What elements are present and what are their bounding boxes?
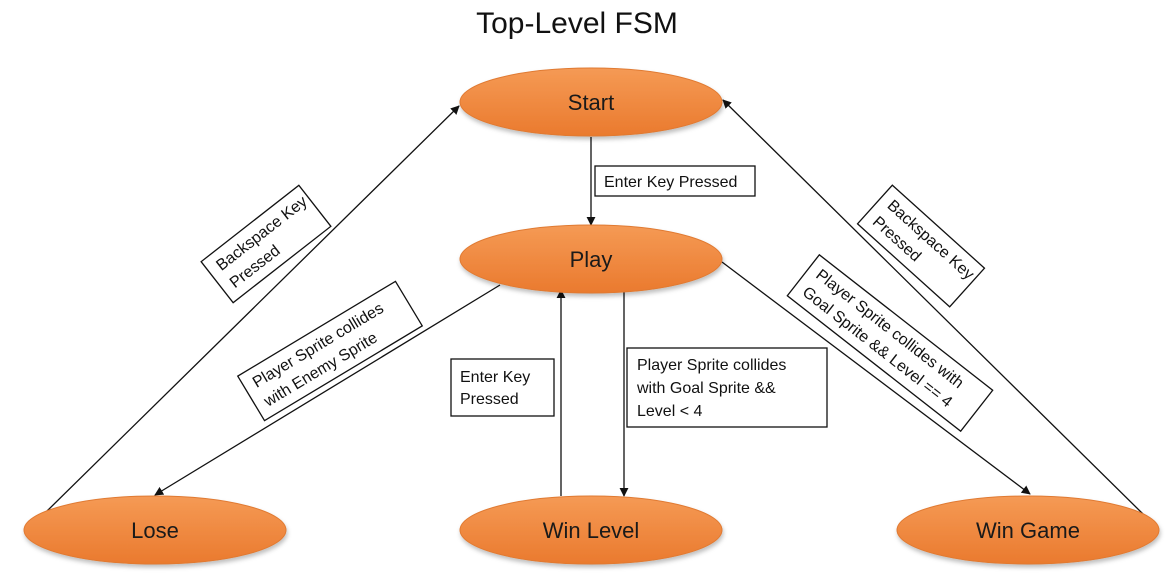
edge-lose-to-start: [45, 105, 460, 513]
label-play-to-winlevel: Player Sprite collides with Goal Sprite …: [626, 347, 828, 428]
svg-text:Enter Key Pressed: Enter Key Pressed: [604, 174, 737, 191]
svg-text:Enter Key: Enter Key: [460, 369, 530, 386]
state-play-label: Play: [570, 247, 613, 272]
label-winlevel-to-play-line-1: Enter Key: [460, 369, 530, 386]
svg-text:Pressed: Pressed: [460, 391, 519, 408]
edge-play-to-lose: [154, 284, 501, 496]
svg-text:Player Sprite collides: Player Sprite collides: [637, 357, 786, 374]
state-lose-label: Lose: [131, 518, 179, 543]
label-wingame-to-start: Backspace Key Pressed: [856, 184, 986, 308]
state-win-level-label: Win Level: [543, 518, 640, 543]
label-play-to-winlevel-line-3: Level < 4: [637, 403, 702, 420]
state-start: Start: [459, 67, 723, 137]
label-start-to-play-line-1: Enter Key Pressed: [604, 174, 737, 191]
state-start-label: Start: [568, 90, 614, 115]
state-win-level: Win Level: [459, 495, 723, 565]
label-lose-to-start: Backspace Key Pressed: [200, 184, 332, 304]
state-play: Play: [459, 224, 723, 294]
label-play-to-winlevel-line-2: with Goal Sprite &&: [636, 380, 776, 397]
svg-text:with Goal Sprite &&: with Goal Sprite &&: [636, 380, 776, 397]
label-play-to-winlevel-line-1: Player Sprite collides: [637, 357, 786, 374]
state-win-game: Win Game: [896, 495, 1160, 565]
label-start-to-play: Enter Key Pressed: [594, 165, 756, 197]
edge-wingame-to-start: [722, 99, 1144, 515]
svg-text:Level < 4: Level < 4: [637, 403, 702, 420]
diagram-title: Top-Level FSM: [476, 7, 678, 40]
label-winlevel-to-play: Enter Key Pressed: [450, 358, 555, 417]
edge-play-to-wingame: [721, 261, 1031, 495]
state-win-game-label: Win Game: [976, 518, 1080, 543]
label-winlevel-to-play-line-2: Pressed: [460, 391, 519, 408]
label-play-to-lose: Player Sprite collides with Enemy Sprite: [236, 280, 424, 422]
state-lose: Lose: [23, 495, 287, 565]
